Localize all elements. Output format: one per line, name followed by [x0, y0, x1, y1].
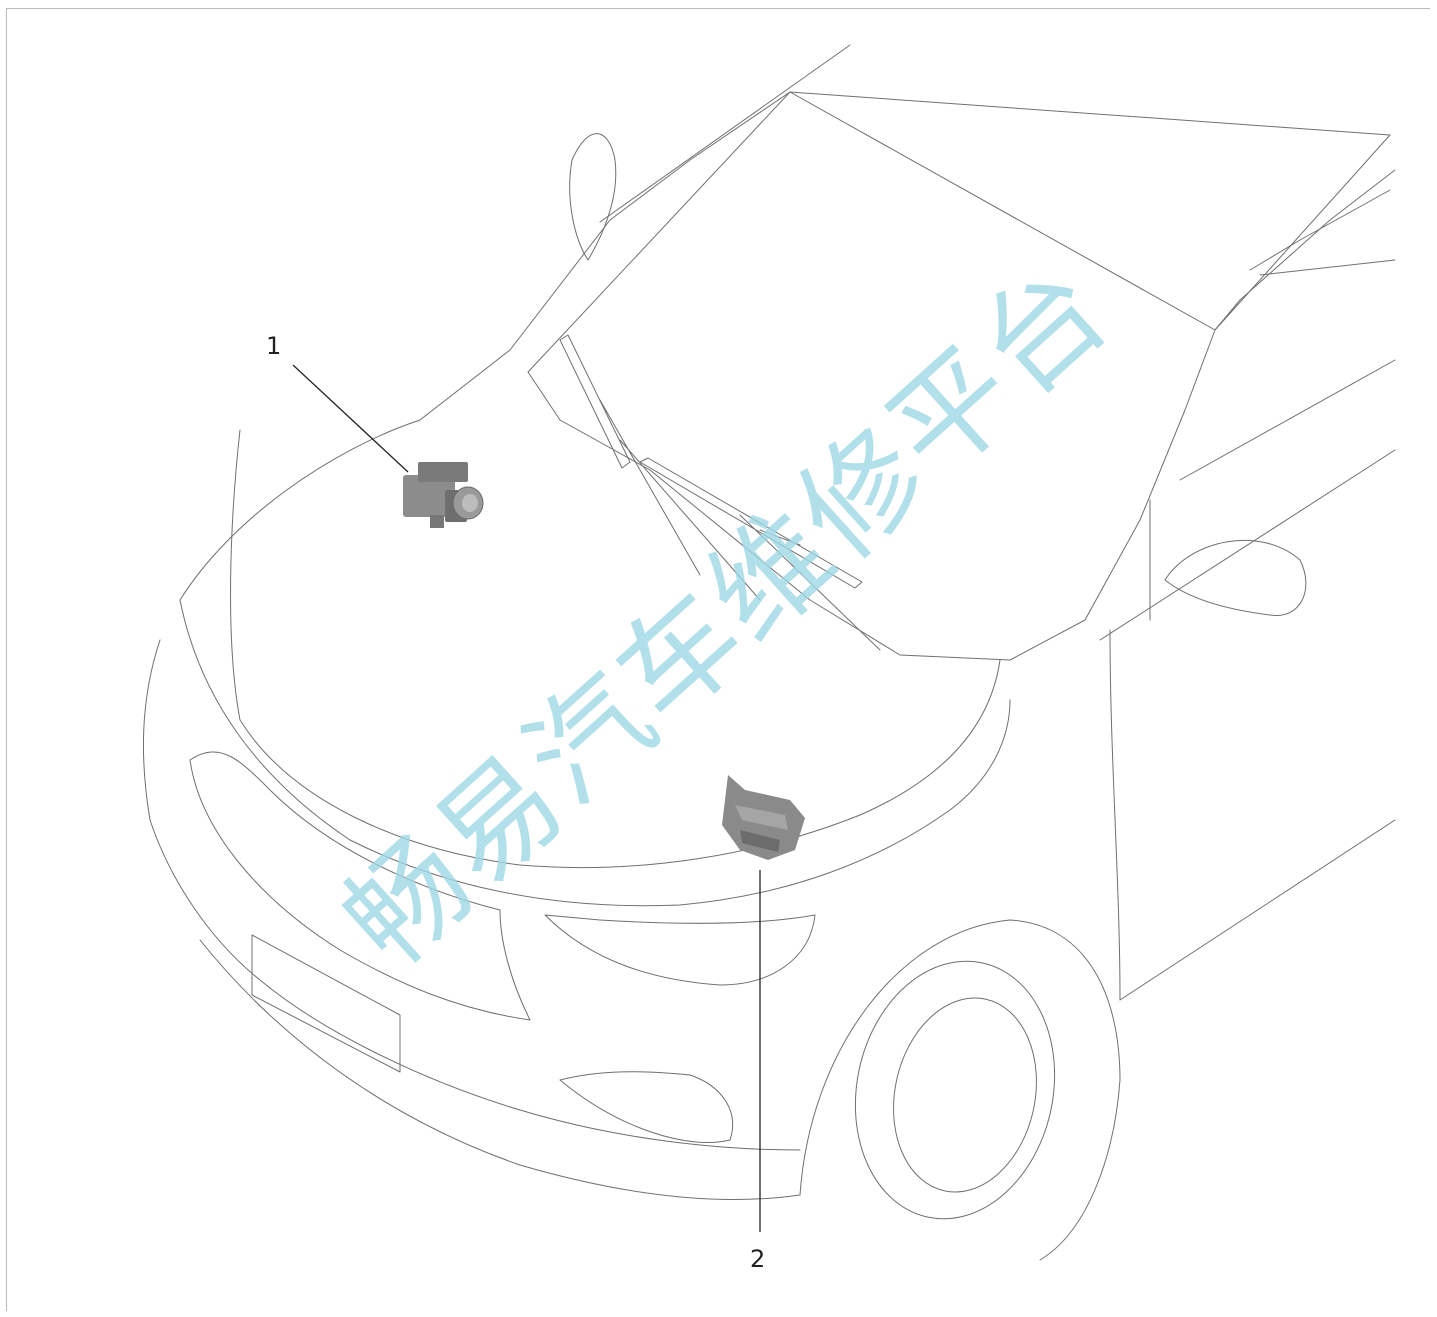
hood-front-edge — [179, 599, 1011, 907]
wheel-arch — [799, 919, 1121, 1261]
grille-outline — [189, 751, 531, 1021]
component-2-control-module — [722, 775, 805, 860]
door-line — [1149, 359, 1396, 621]
bumper-lower — [199, 939, 801, 1201]
leader-line-1 — [292, 364, 409, 473]
fender-left — [142, 639, 801, 1151]
a-pillar-right — [1214, 169, 1396, 331]
a-pillar-left — [509, 91, 791, 351]
license-plate — [251, 934, 401, 1073]
callout-number-2: 2 — [750, 1245, 766, 1273]
side-window-right — [1249, 189, 1396, 276]
side-mirror-left — [569, 133, 617, 261]
callout-number-1: 1 — [266, 332, 282, 360]
wiper-right — [639, 457, 881, 651]
roof-edge — [599, 44, 1391, 331]
frame-border — [6, 8, 1430, 1311]
side-mirror-right — [1164, 539, 1307, 616]
side-body — [1099, 449, 1396, 1001]
component-1-abs-unit — [403, 462, 484, 528]
hood-outline — [230, 429, 1001, 869]
headlight — [544, 914, 816, 986]
hood-left-crease — [179, 349, 511, 601]
fog-light — [559, 1071, 734, 1143]
front-wheel-inner — [893, 997, 1037, 1193]
front-wheel — [854, 960, 1056, 1220]
wiper-left — [559, 334, 761, 601]
